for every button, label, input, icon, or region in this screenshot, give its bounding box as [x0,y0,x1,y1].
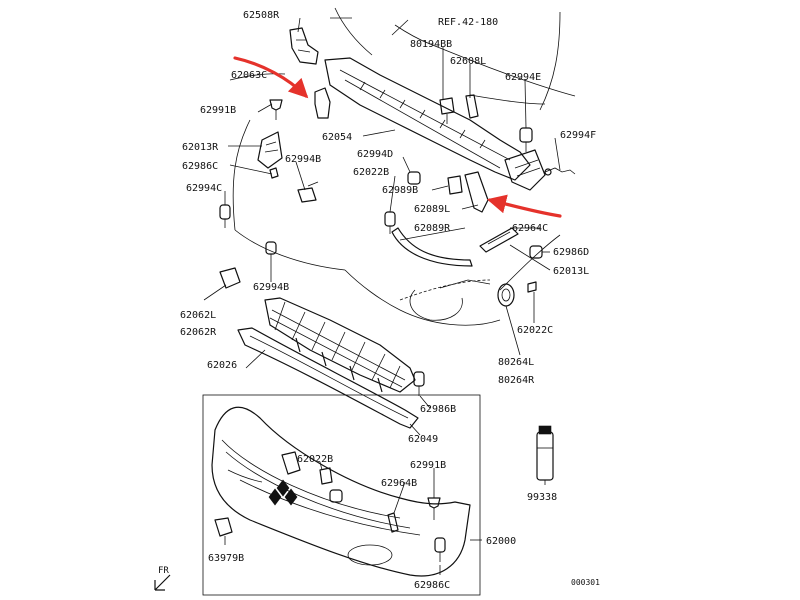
part-label: 80194BB [410,39,452,50]
part-label: 62013R [182,142,219,153]
part-label: 62986C [414,580,450,591]
part-label: 62608L [450,56,486,67]
fastener-62994B-mid [265,241,277,262]
part-label: 62022C [517,325,553,336]
bumper-cover-62000 [211,406,471,577]
part-label: 80264R [498,375,535,386]
leader-lines [203,17,561,575]
grille-62026 [264,297,416,393]
fastener-62022B-lower [329,489,343,503]
part-label: 62508R [243,10,280,21]
part-label: 62986C [182,161,218,172]
trim-strip-62089L [464,171,489,213]
bracket-62063C [314,87,331,119]
part-label: 62994C [186,183,222,194]
part-label: 62063C [231,70,267,81]
callout-arrow-right-bracket [486,194,562,218]
clip-63979B [214,517,233,537]
part-label: 62989B [382,185,418,196]
part-label: 62054 [322,132,352,143]
part-label: 99338 [527,492,557,503]
part-label: 62986B [420,404,456,415]
part-label: 63979B [208,553,244,564]
part-label: 62022B [297,454,333,465]
fastener-62989B [447,175,463,195]
bracket-62964C [479,227,519,253]
assembly-62000-frame [202,394,481,596]
part-label: 62986D [553,247,589,258]
part-labels: 62508R 80194BB 62608L 62994E 62063C 6299… [158,10,600,591]
part-label: 62994B [285,154,321,165]
part-label: 62049 [408,434,438,445]
bracket-62022B-inner [281,451,333,485]
fastener-62964B [387,512,399,533]
figure-code: 000301 [571,578,600,587]
fastener-62994F [544,167,576,176]
bumper-reinforcement-62054 [324,57,546,191]
direction-label: FR [158,566,169,576]
part-label: 62062R [180,327,217,338]
fastener-62991B-lower [427,497,441,520]
part-label: 62994D [357,149,393,160]
part-label: 62026 [207,360,237,371]
reference-note: REF.42-180 [438,17,498,28]
fastener-62994B-upper [297,181,319,203]
fastener-62994E [519,127,533,152]
front-direction-marker [154,574,171,591]
part-label: 62991B [200,105,236,116]
part-label: 62994E [505,72,541,83]
fastener-62986B [413,371,425,396]
fastener-62986C-lower [434,537,446,562]
part-label: 62089R [414,223,451,234]
part-label: 62991B [410,460,446,471]
part-label: 62089L [414,204,450,215]
callout-arrow-left-bracket [233,56,309,99]
fastener-62608L [465,94,479,119]
part-label: 80264L [498,357,534,368]
body-panel-outline [229,7,576,326]
callout-arrows [233,56,562,218]
fastener-80194BB [439,97,455,124]
fastener-62994D [407,171,421,185]
part-label: 62994B [253,282,289,293]
part-label: 62964C [512,223,548,234]
lower-strip-62049 [237,327,419,429]
part-label: 62013L [553,266,589,277]
trim-strip-62089R [391,227,473,267]
side-clip-62062 [219,267,241,289]
part-label: 62000 [486,536,516,547]
part-label: 62022B [353,167,389,178]
part-label: 62062L [180,310,216,321]
fastener-62991B [269,99,283,120]
part-label: 62994F [560,130,596,141]
bracket-62508R [289,27,319,65]
fastener-62994C [219,204,231,228]
adhesive-tube-99338 [536,425,554,481]
side-bracket-62013R [257,131,283,179]
part-label: 62964B [381,478,417,489]
fog-lamp-62022C [497,281,537,307]
